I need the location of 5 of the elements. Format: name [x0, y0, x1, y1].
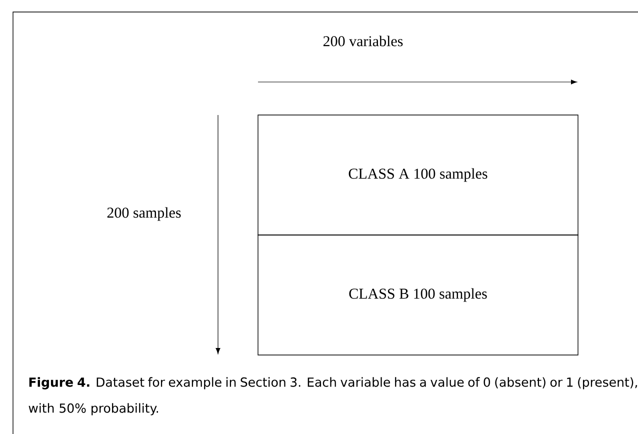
class-box: CLASS B 100 samples	[258, 234, 578, 356]
axis-label: 200 samples	[107, 207, 181, 221]
class-box: CLASS A 100 samples	[258, 114, 578, 236]
figure-caption: Figure 4. Dataset for example in Section 3. Each variable has a value of 0 (absent) or 1 (present), with 50% probability.	[28, 377, 638, 416]
axis-label: 200 variables	[323, 36, 403, 46]
